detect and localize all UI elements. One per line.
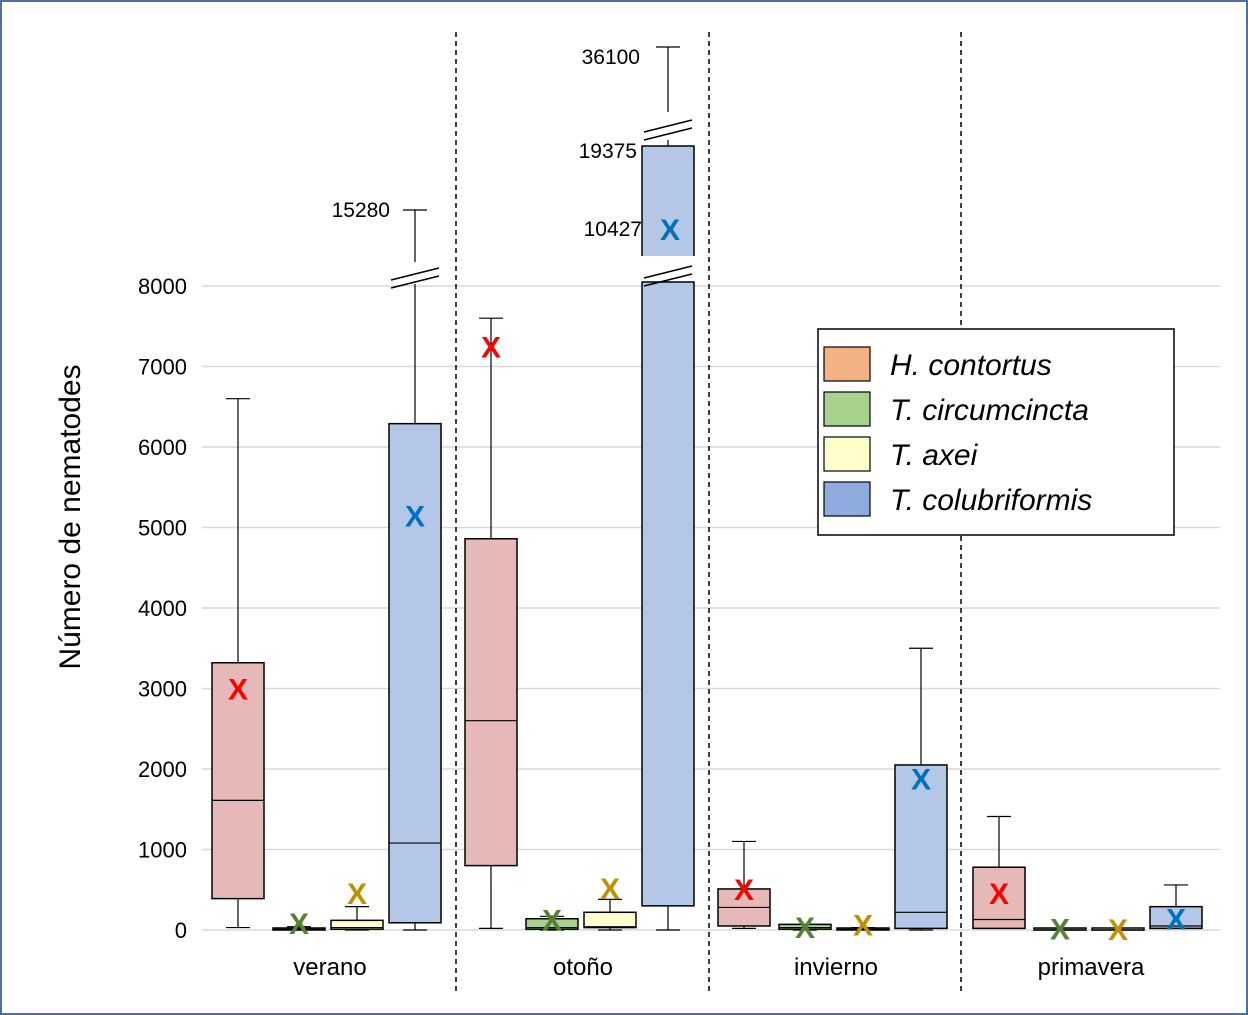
y-tick-label: 0 [175,918,187,943]
axis-break-mark [643,273,693,287]
y-axis-ticks: 0 1000 2000 3000 4000 5000 6000 7000 8000 [138,274,187,943]
box-body [464,538,518,867]
box-body [894,764,948,930]
box-body [1149,905,1203,930]
axis-break-mark [643,265,693,279]
y-tick-label: 5000 [138,516,187,541]
mean-marker: X [289,908,309,941]
box-verano-tcircumcincta: X [272,908,326,941]
box-verano-hcontortus: X [211,398,265,929]
mean-marker: X [1108,914,1128,947]
box-body-upper [641,145,695,259]
legend-label: T. axei [890,439,979,472]
q3-label: 19375 [579,140,637,163]
break-gap-whisker [658,118,678,140]
mean-marker: X [405,500,425,533]
y-tick-label: 4000 [138,596,187,621]
mean-marker: X [542,905,562,938]
box-invierno-tcircumcincta: X [778,912,832,945]
x-category-label: invierno [794,954,878,981]
y-tick-label: 2000 [138,757,187,782]
mean-marker: X [795,912,815,945]
box-body [972,866,1026,930]
box-otoño-tcircumcincta: X [525,905,579,938]
box-body [525,917,579,930]
y-tick-label: 1000 [138,838,187,863]
x-category-label: otoño [553,954,613,981]
axis-break-mark [390,275,440,289]
axis-break-mark [390,267,440,281]
box-body [211,661,265,900]
mean-marker: X [228,674,248,707]
legend-swatch [823,346,871,382]
box-invierno-tcolubriformis: X [894,647,948,931]
max-label: 15280 [332,199,390,222]
x-category-label: verano [293,954,366,981]
axis-break-mark [643,119,693,133]
box-primavera-tcolubriformis: X [1149,884,1203,937]
y-tick-label: 3000 [138,677,187,702]
legend-label: T. circumcincta [890,394,1089,427]
mean-marker: X [347,878,367,911]
y-tick-label: 8000 [138,274,187,299]
mean-marker: X [600,873,620,906]
mean-marker: X [1166,904,1186,937]
legend-label: H. contortus [890,349,1052,382]
mean-marker: X [1050,913,1070,946]
mean-marker: X [853,909,873,942]
legend-label: T. colubriformis [890,484,1092,517]
legend-swatch [823,391,871,427]
axis-break-mark [643,127,693,141]
box-primavera-tcircumcincta: X [1033,913,1087,946]
box-body [330,919,384,930]
box-verano-taxei: X [330,878,384,931]
box-body [583,911,637,929]
y-axis-label: Número de nematodes [54,364,87,669]
box-invierno-hcontortus: X [717,840,771,929]
box-otoño-hcontortus: X [464,317,518,929]
y-tick-label: 6000 [138,435,187,460]
mean-marker: X [734,874,754,907]
box-invierno-taxei: X [836,909,890,942]
box-body [641,281,695,907]
legend-swatch [823,481,871,517]
mean-label: 10427 [584,218,642,241]
max-label: 36100 [582,46,640,69]
box-otoño-taxei: X [583,873,637,931]
box-body [388,422,442,924]
x-axis-categories: verano otoño invierno primavera [293,954,1145,981]
x-category-label: primavera [1038,954,1145,981]
y-tick-label: 7000 [138,355,187,380]
mean-marker: X [911,764,931,797]
mean-marker: X [660,214,680,247]
mean-marker: X [989,878,1009,911]
box-primavera-hcontortus: X [972,815,1026,930]
mean-marker: X [481,331,501,364]
legend: H. contortus T. circumcincta T. axei T. col… [817,328,1175,536]
box-body [778,923,832,930]
legend-swatch [823,436,871,472]
box-primavera-taxei: X [1091,914,1145,947]
legend-box [817,328,1175,536]
